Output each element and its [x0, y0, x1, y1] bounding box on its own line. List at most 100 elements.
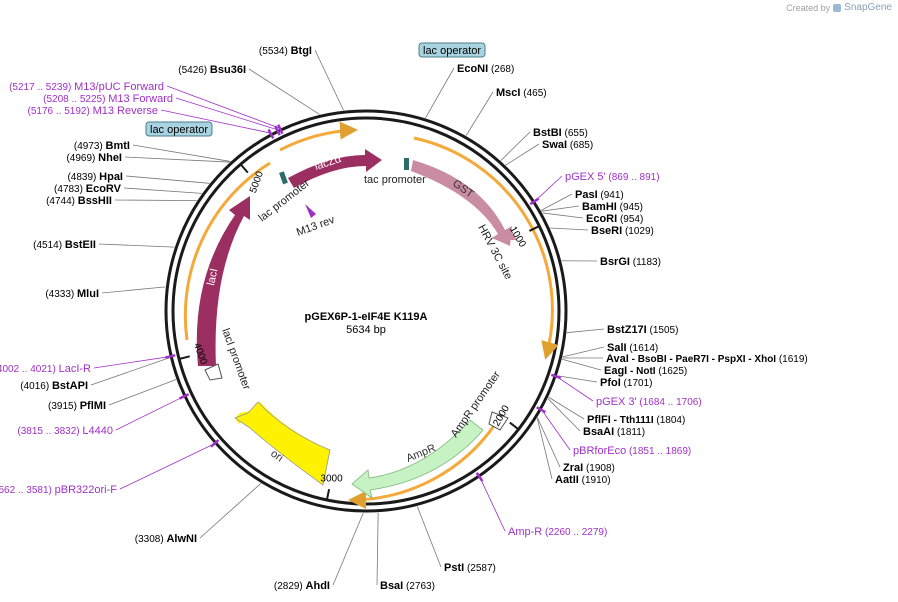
- enzyme-label: BsrGI (1183): [600, 256, 661, 268]
- leader-line: [166, 85, 281, 129]
- primer-tick: [267, 128, 275, 139]
- leader-line: [248, 68, 320, 115]
- external-labels: EcoNI (268)MscI (465)BstBI (655)SwaI (68…: [0, 45, 808, 592]
- leader-line: [540, 193, 573, 211]
- ampr-promoter-arrow: [488, 411, 509, 431]
- leader-line: [535, 175, 563, 202]
- leader-line: [479, 477, 506, 532]
- lacI-label: lacI: [205, 267, 220, 286]
- tick-mark: [178, 355, 190, 360]
- plasmid-size: 5634 bp: [346, 324, 386, 336]
- lac-promoter-label: lac promoter: [256, 177, 312, 224]
- leader-line: [547, 398, 581, 432]
- leader-line: [562, 346, 605, 358]
- ori-label: ori: [268, 448, 285, 465]
- leader-line: [542, 212, 584, 219]
- svg-text:lac operator: lac operator: [150, 124, 208, 136]
- leader-line: [537, 417, 561, 468]
- credit-brand: SnapGene: [844, 2, 892, 13]
- enzyme-label: PasI (941): [575, 189, 624, 201]
- leader-line: [119, 443, 215, 490]
- enzyme-label: BamHI (945): [582, 201, 643, 213]
- hrv-site-arrow: [498, 232, 517, 240]
- enzyme-label: (4969) NheI: [66, 152, 122, 164]
- leader-line: [124, 156, 230, 163]
- leader-line: [557, 375, 598, 383]
- primer-label: (5208 .. 5225) M13 Forward: [43, 93, 173, 105]
- leader-line: [332, 512, 364, 586]
- leader-line: [125, 175, 210, 184]
- lacI-feature: lacI: [196, 196, 250, 366]
- enzyme-label: EcoRI (954): [586, 213, 643, 225]
- enzyme-label: (4973) BmtI: [74, 140, 130, 152]
- ori-feature: ori: [234, 401, 331, 486]
- leader-line: [465, 91, 494, 136]
- backbone-outer: [164, 109, 568, 513]
- leader-line: [425, 67, 455, 119]
- primer-label: pBRforEco (1851 .. 1869): [573, 445, 691, 457]
- leader-line: [550, 227, 589, 231]
- leader-line: [93, 356, 170, 369]
- leader-line: [314, 49, 344, 111]
- primer-tick: [475, 472, 484, 482]
- leader-line: [98, 243, 175, 248]
- plasmid-name: pGEX6P-1-eIF4E K119A: [305, 311, 428, 323]
- leader-line: [123, 187, 202, 194]
- leader-line: [548, 396, 585, 420]
- enzyme-label: AatII (1910): [555, 474, 611, 486]
- enzyme-label: BstBI (655): [533, 127, 588, 139]
- leader-line: [536, 418, 553, 480]
- enzyme-label: (5426) Bsu36I: [178, 64, 246, 76]
- tick-label: 5000: [248, 170, 266, 195]
- primer-tick: [165, 354, 176, 359]
- enzyme-label: (4744) BssHII: [46, 195, 112, 207]
- leader-line: [199, 483, 262, 539]
- primer-tick: [178, 393, 190, 400]
- primer-tick: [277, 124, 284, 135]
- primer-label: (3815 .. 3832) L4440: [17, 425, 113, 437]
- primer-tick: [536, 406, 547, 414]
- enzyme-label: BseRI (1029): [591, 225, 654, 237]
- leader-line: [101, 286, 166, 294]
- svg-text:lac operator: lac operator: [423, 45, 481, 57]
- enzyme-label: PstI (2587): [444, 562, 496, 574]
- leader-line: [505, 143, 540, 166]
- credit-text: Created by: [786, 2, 831, 13]
- enzyme-label: EagI - NotI (1625): [604, 365, 687, 377]
- enzyme-label: BstZ17I (1505): [607, 324, 678, 336]
- leader-line: [160, 109, 271, 134]
- tick-mark: [528, 225, 540, 232]
- enzyme-label: (5534) BtgI: [259, 45, 312, 57]
- leader-lines: [90, 49, 605, 586]
- enzyme-label: (4514) BstEII: [33, 239, 96, 251]
- primer-label: (5176 .. 5192) M13 Reverse: [28, 105, 158, 117]
- tick-label: 2000: [491, 403, 512, 428]
- leader-line: [566, 328, 605, 334]
- leader-line: [541, 205, 580, 212]
- enzyme-label: MscI (465): [496, 87, 547, 99]
- leader-line: [541, 410, 571, 451]
- snapgene-credit: Created by SnapGene: [786, 2, 892, 13]
- enzyme-label: AvaI - BsoBI - PaeR7I - PspXI - XhoI (16…: [606, 353, 808, 365]
- tac-operator-marker: [404, 158, 409, 170]
- tick-label: 3000: [320, 473, 343, 484]
- primer-tick: [550, 373, 562, 380]
- lacI-promoter-arrow: [204, 363, 223, 381]
- enzyme-label: (3915) PflMI: [48, 400, 106, 412]
- enzyme-label: ZraI (1908): [563, 462, 615, 474]
- leader-line: [376, 512, 379, 586]
- leader-line: [132, 144, 231, 162]
- enzyme-label: (2829) AhdI: [274, 580, 330, 592]
- enzyme-label: SwaI (685): [542, 139, 593, 151]
- primer-label: pGEX 5' (869 .. 891): [565, 171, 660, 183]
- tick-mark: [509, 421, 520, 431]
- leader-line: [175, 97, 278, 131]
- enzyme-label: (4839) HpaI: [67, 171, 123, 183]
- leader-line: [500, 131, 531, 161]
- enzyme-label: (4783) EcoRV: [54, 183, 122, 195]
- tick-mark: [325, 489, 331, 501]
- primer-label: (5217 .. 5239) M13/pUC Forward: [9, 81, 164, 93]
- lac-operator-box-left: lac operator: [145, 121, 213, 137]
- lac-operator-marker: [279, 171, 288, 185]
